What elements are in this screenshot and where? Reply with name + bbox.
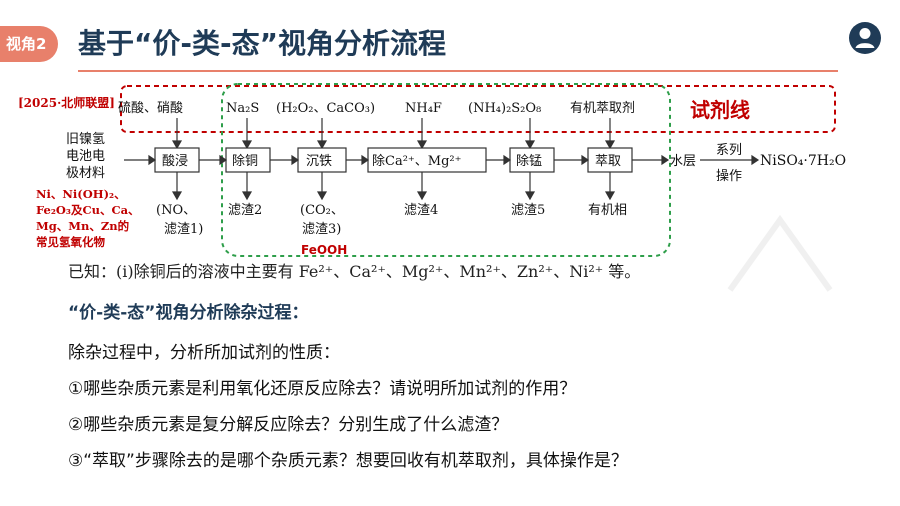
residue-6: 有机相 xyxy=(588,203,627,218)
residue-3b: 滤渣3) xyxy=(302,222,341,237)
composition-line: Ni、Ni(OH)₂、 xyxy=(36,187,126,201)
analysis-intro: 除杂过程中，分析所加试剂的性质： xyxy=(68,343,340,363)
raw-material-line3: 极材料 xyxy=(66,166,105,181)
reagent-line-box xyxy=(120,85,836,133)
residue-1b: 滤渣1) xyxy=(164,222,203,237)
composition-line: Fe₂O₃及Cu、Ca、 xyxy=(36,203,140,217)
feooh-note: FeOOH xyxy=(301,243,348,257)
watermark-icon xyxy=(727,214,833,292)
residue-5: 滤渣5 xyxy=(511,203,545,218)
composition-line: 常见氢氧化物 xyxy=(36,235,105,249)
step-label-3: 沉铁 xyxy=(306,154,332,169)
step-remove-ca-mg xyxy=(367,147,487,173)
step-label-1: 酸浸 xyxy=(162,154,188,169)
step-label-5: 除锰 xyxy=(516,154,542,169)
analysis-heading: “价-类-态”视角分析除杂过程： xyxy=(68,303,309,323)
reagent-h2o2: (H₂O₂、CaCO₃) xyxy=(276,101,375,116)
product: NiSO₄·7H₂O xyxy=(760,153,846,169)
raw-material-line1: 旧镍氢 xyxy=(66,132,105,147)
raw-material-line2: 电池电 xyxy=(66,149,105,164)
aqueous-layer: 水层 xyxy=(670,154,696,169)
op-label-top: 系列 xyxy=(716,143,742,158)
step-label-6: 萃取 xyxy=(595,154,621,169)
residue-1a: (NO、 xyxy=(156,203,196,218)
known-condition: 已知：(ⅰ)除铜后的溶液中主要有 Fe²⁺、Ca²⁺、Mg²⁺、Mn²⁺、Zn²… xyxy=(68,262,641,281)
reagent-line-label: 试剂线 xyxy=(690,98,750,122)
reagent-na2s: Na₂S xyxy=(226,101,259,116)
question-1: ①哪些杂质元素是利用氧化还原反应除去？请说明所加试剂的作用？ xyxy=(68,379,577,399)
impurity-removal-box xyxy=(221,83,671,257)
op-label-bottom: 操作 xyxy=(716,168,742,184)
reagent-persulfate: (NH₄)₂S₂O₈ xyxy=(468,101,541,116)
page-title: 基于“价-类-态”视角分析流程 xyxy=(78,27,447,60)
reagent-nh4f: NH₄F xyxy=(405,101,442,116)
composition-note: Ni、Ni(OH)₂、 Fe₂O₃及Cu、Ca、 Mg、Mn、Zn的 常见氢氧化… xyxy=(36,186,140,250)
step-label-4: 除Ca²⁺、Mg²⁺ xyxy=(372,154,461,169)
residue-3a: (CO₂、 xyxy=(300,203,344,218)
process-flowchart: 硫酸、硝酸 Na₂S (H₂O₂、CaCO₃) NH₄F (NH₄)₂S₂O₈ … xyxy=(66,83,846,257)
step-label-2: 除铜 xyxy=(232,154,258,169)
reagent-acid: 硫酸、硝酸 xyxy=(118,101,183,116)
reagent-extractant: 有机萃取剂 xyxy=(570,101,635,116)
composition-line: Mg、Mn、Zn的 xyxy=(36,219,130,233)
user-icon[interactable] xyxy=(848,21,882,55)
residue-4: 滤渣4 xyxy=(404,203,438,218)
question-3: ③“萃取”步骤除去的是哪个杂质元素？想要回收有机萃取剂，具体操作是？ xyxy=(68,451,628,471)
question-2: ②哪些杂质元素是复分解反应除去？分别生成了什么滤渣？ xyxy=(68,415,509,435)
residue-2: 滤渣2 xyxy=(228,203,262,218)
section-tag: 视角2 xyxy=(0,26,58,62)
source-label: [2025·北师联盟] xyxy=(18,96,115,110)
title-underline xyxy=(78,70,838,72)
